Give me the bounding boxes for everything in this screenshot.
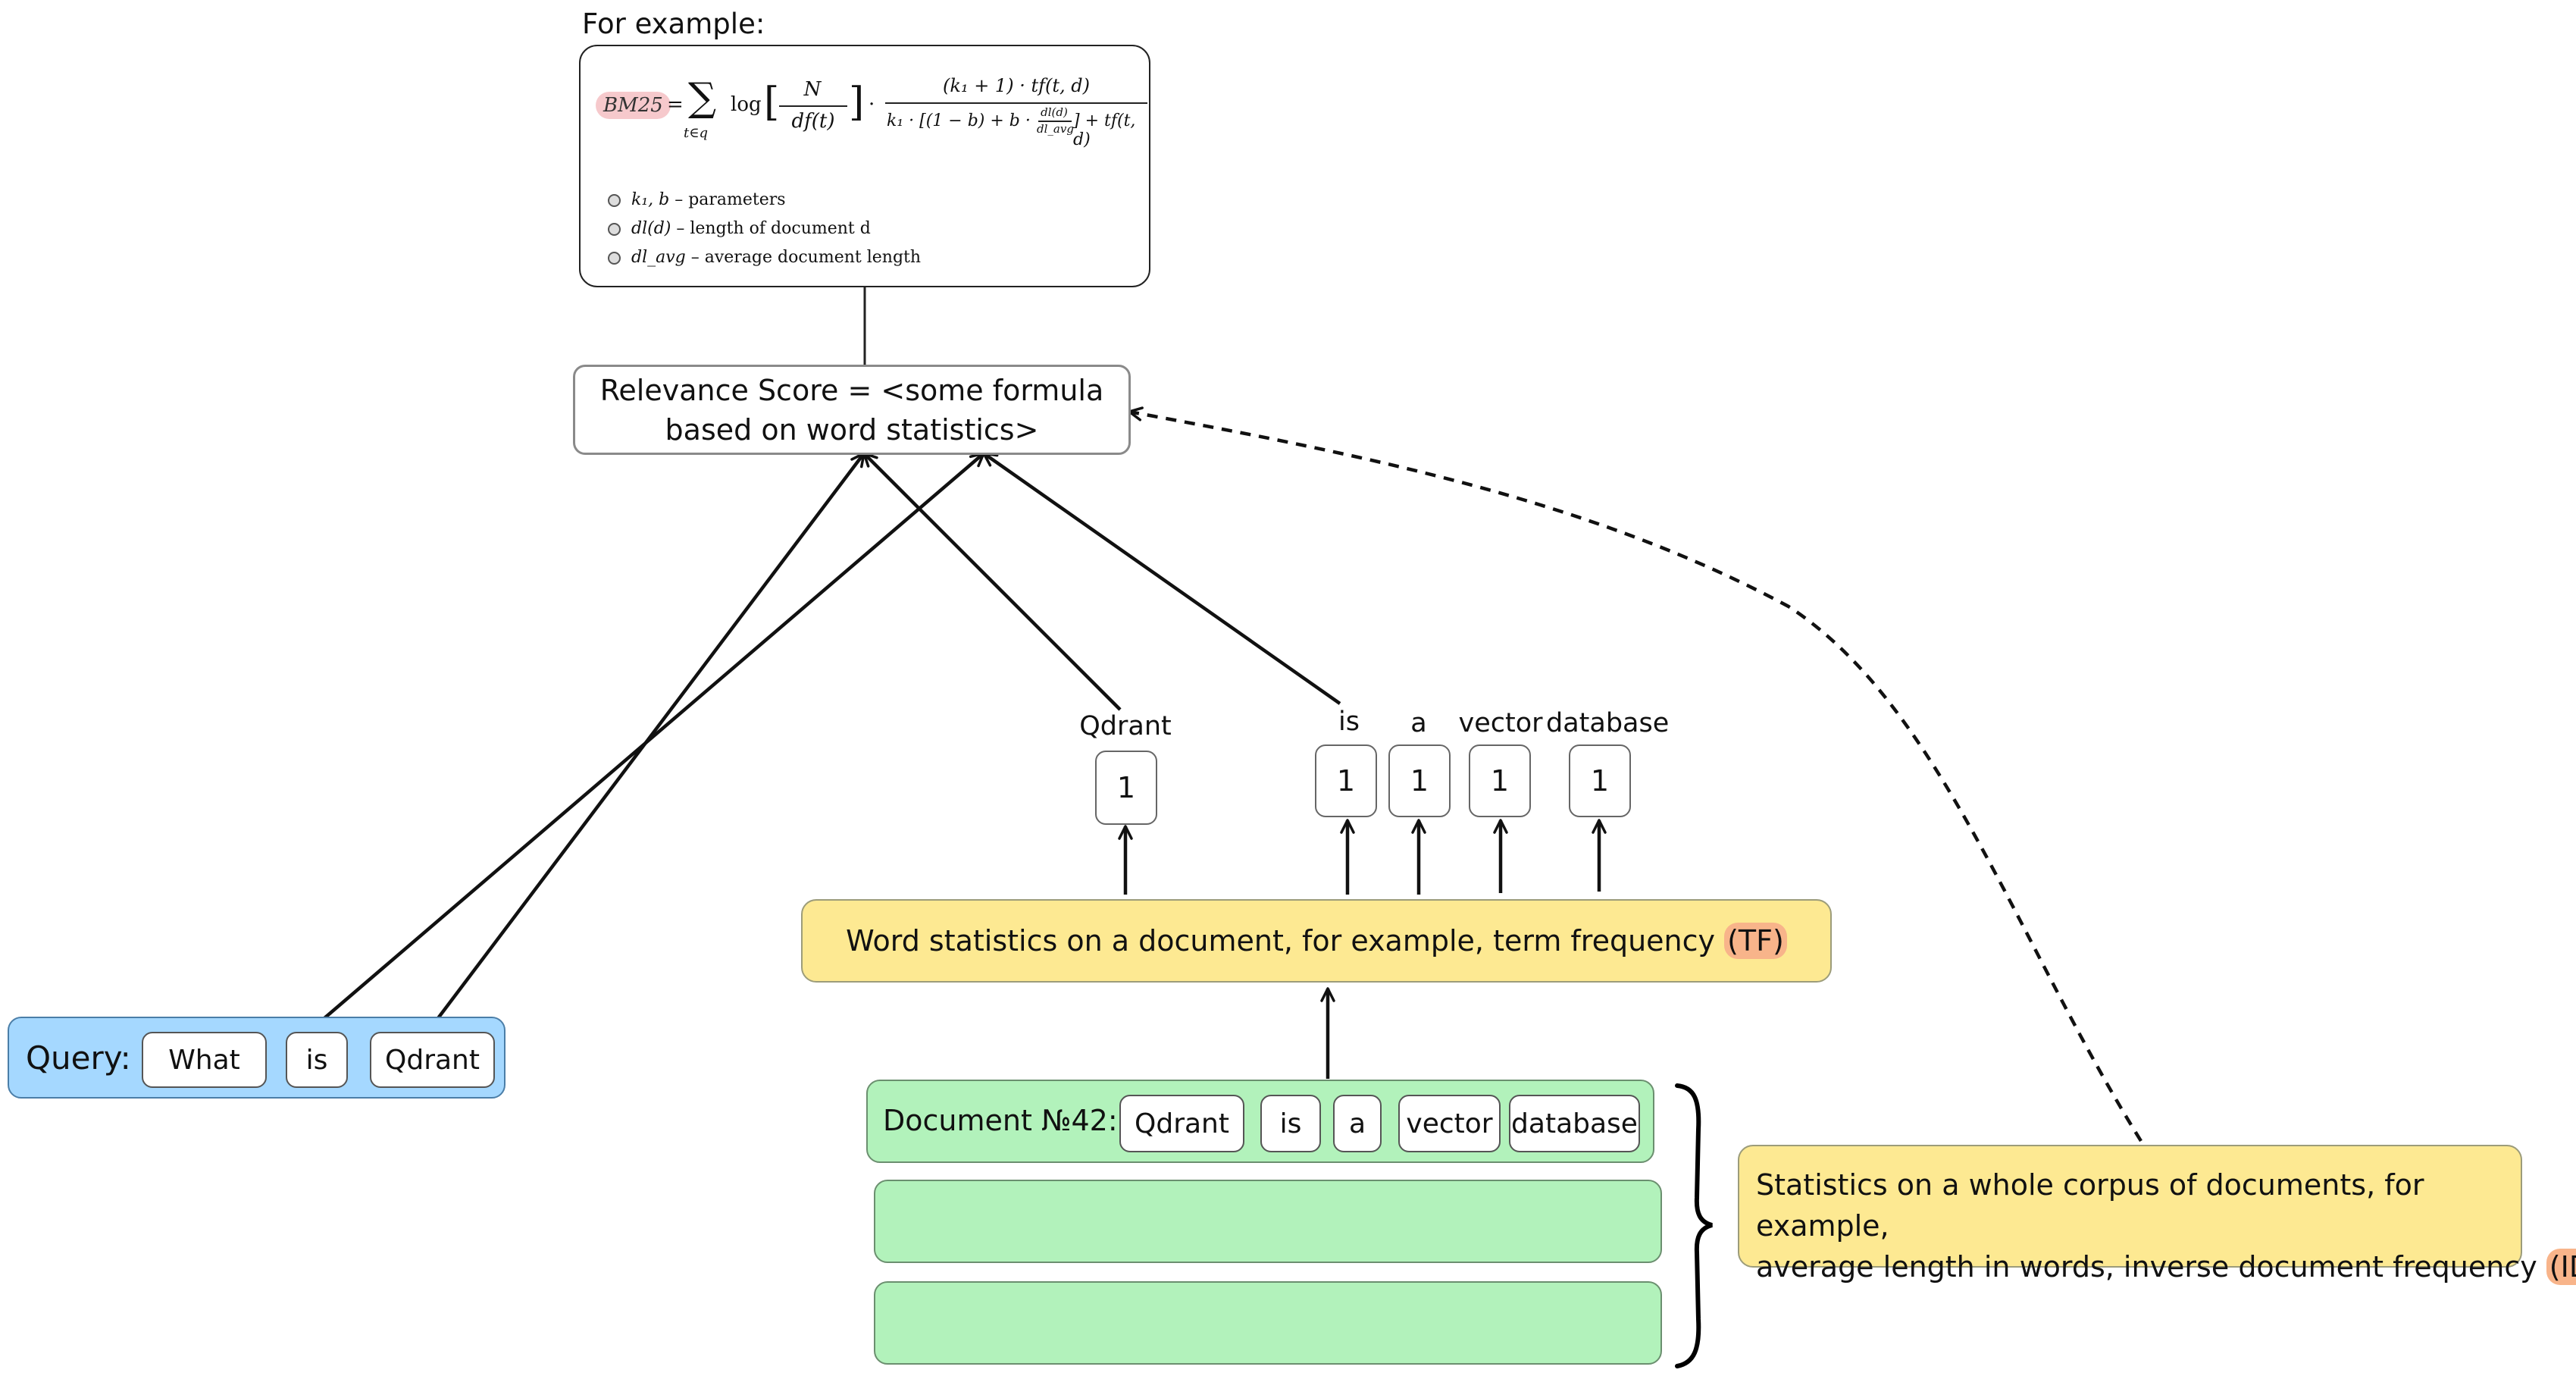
legend-item: k₁, b – parameters [608,186,921,215]
bullet-icon [608,222,621,236]
term-label-a: a [1410,708,1427,738]
idf-highlight: (IDF) [2546,1249,2576,1285]
bullet-icon [608,193,621,207]
query-box: Query: What is Qdrant [8,1017,505,1099]
query-token-qdrant: Qdrant [370,1032,495,1088]
log-text: log [731,93,762,116]
document-42-box: Document №42: Qdrant is a vector databas… [866,1080,1654,1163]
tf-fraction-bar [885,102,1147,104]
bullet-icon [608,251,621,265]
term-count-qdrant: 1 [1095,751,1157,825]
term-label-database: database [1546,708,1670,738]
formula-legend: k₁, b – parameters dl(d) – length of doc… [608,186,921,272]
doc-token-is: is [1260,1095,1321,1152]
relevance-line-2: based on word statistics> [665,412,1039,447]
term-count-is: 1 [1315,744,1377,817]
bracket-right: ] [849,80,865,125]
dl-numerator: dl(d) [1041,105,1068,119]
corpus-line-1: Statistics on a whole corpus of document… [1756,1168,2424,1243]
arrow-term-is [982,452,1341,705]
doc-token-vector: vector [1398,1095,1501,1152]
document-label: Document №42: [883,1104,1118,1137]
term-label-is: is [1338,707,1360,737]
multiply-dot: · [869,93,875,116]
relevance-score-box: Relevance Score = <some formula based on… [573,365,1131,455]
term-count-vector: 1 [1469,744,1531,817]
idf-numerator: N [803,78,822,101]
legend-item: dl(d) – length of document d [608,215,921,243]
arrow-query-what [323,452,985,1020]
bm25-formula-box: BM25 = ∑ t∈q log [ N df(t) ] · (k₁ + 1) … [579,45,1150,287]
relevance-line-1: Relevance Score = <some formula [599,373,1104,407]
term-label-qdrant: Qdrant [1079,711,1172,741]
doc-token-a: a [1333,1095,1382,1152]
bracket-left: [ [764,80,780,125]
dl-fraction-bar [1038,121,1072,122]
idf-fraction-bar [779,105,847,107]
doc-token-qdrant: Qdrant [1119,1095,1244,1152]
term-count-a: 1 [1388,744,1451,817]
doc-token-database: database [1509,1095,1640,1152]
legend-item: dl_avg – average document length [608,243,921,272]
sum-subscript: t∈q [684,125,709,141]
corpus-line-2: average length in words, inverse documen… [1756,1250,2546,1284]
document-placeholder-box [874,1281,1662,1365]
corpus-statistics-box: Statistics on a whole corpus of document… [1738,1145,2576,1285]
tf-denominator-post: ] + tf(t, d) [1073,111,1136,149]
query-token-is: is [286,1032,348,1088]
term-count-database: 1 [1569,744,1631,817]
bm25-formula: BM25 = ∑ t∈q log [ N df(t) ] · (k₁ + 1) … [594,75,1147,174]
term-frequency-box: Word statistics on a document, for examp… [801,899,1832,983]
document-placeholder-box [874,1180,1662,1263]
tf-description: Word statistics on a document, for examp… [846,924,1725,958]
arrow-query-qdrant [437,452,865,1020]
corpus-brace [1675,1083,1713,1368]
equals-sign: = [667,93,684,116]
idf-denominator: df(t) [791,110,835,133]
query-label: Query: [26,1039,131,1077]
bm25-label: BM25 [596,92,671,119]
dl-denominator: dl_avg [1037,122,1074,136]
tf-numerator: (k₁ + 1) · tf(t, d) [943,75,1090,96]
term-label-vector: vector [1458,708,1543,738]
sum-symbol: ∑ [688,75,717,121]
arrow-term-qdrant [862,452,1122,711]
example-caption: For example: [582,8,765,40]
query-token-what: What [142,1032,267,1088]
tf-highlight: (TF) [1724,923,1787,959]
tf-denominator-pre: k₁ · [(1 − b) + b · [887,111,1031,130]
arrow-corpus-dashed [1128,406,2142,1142]
